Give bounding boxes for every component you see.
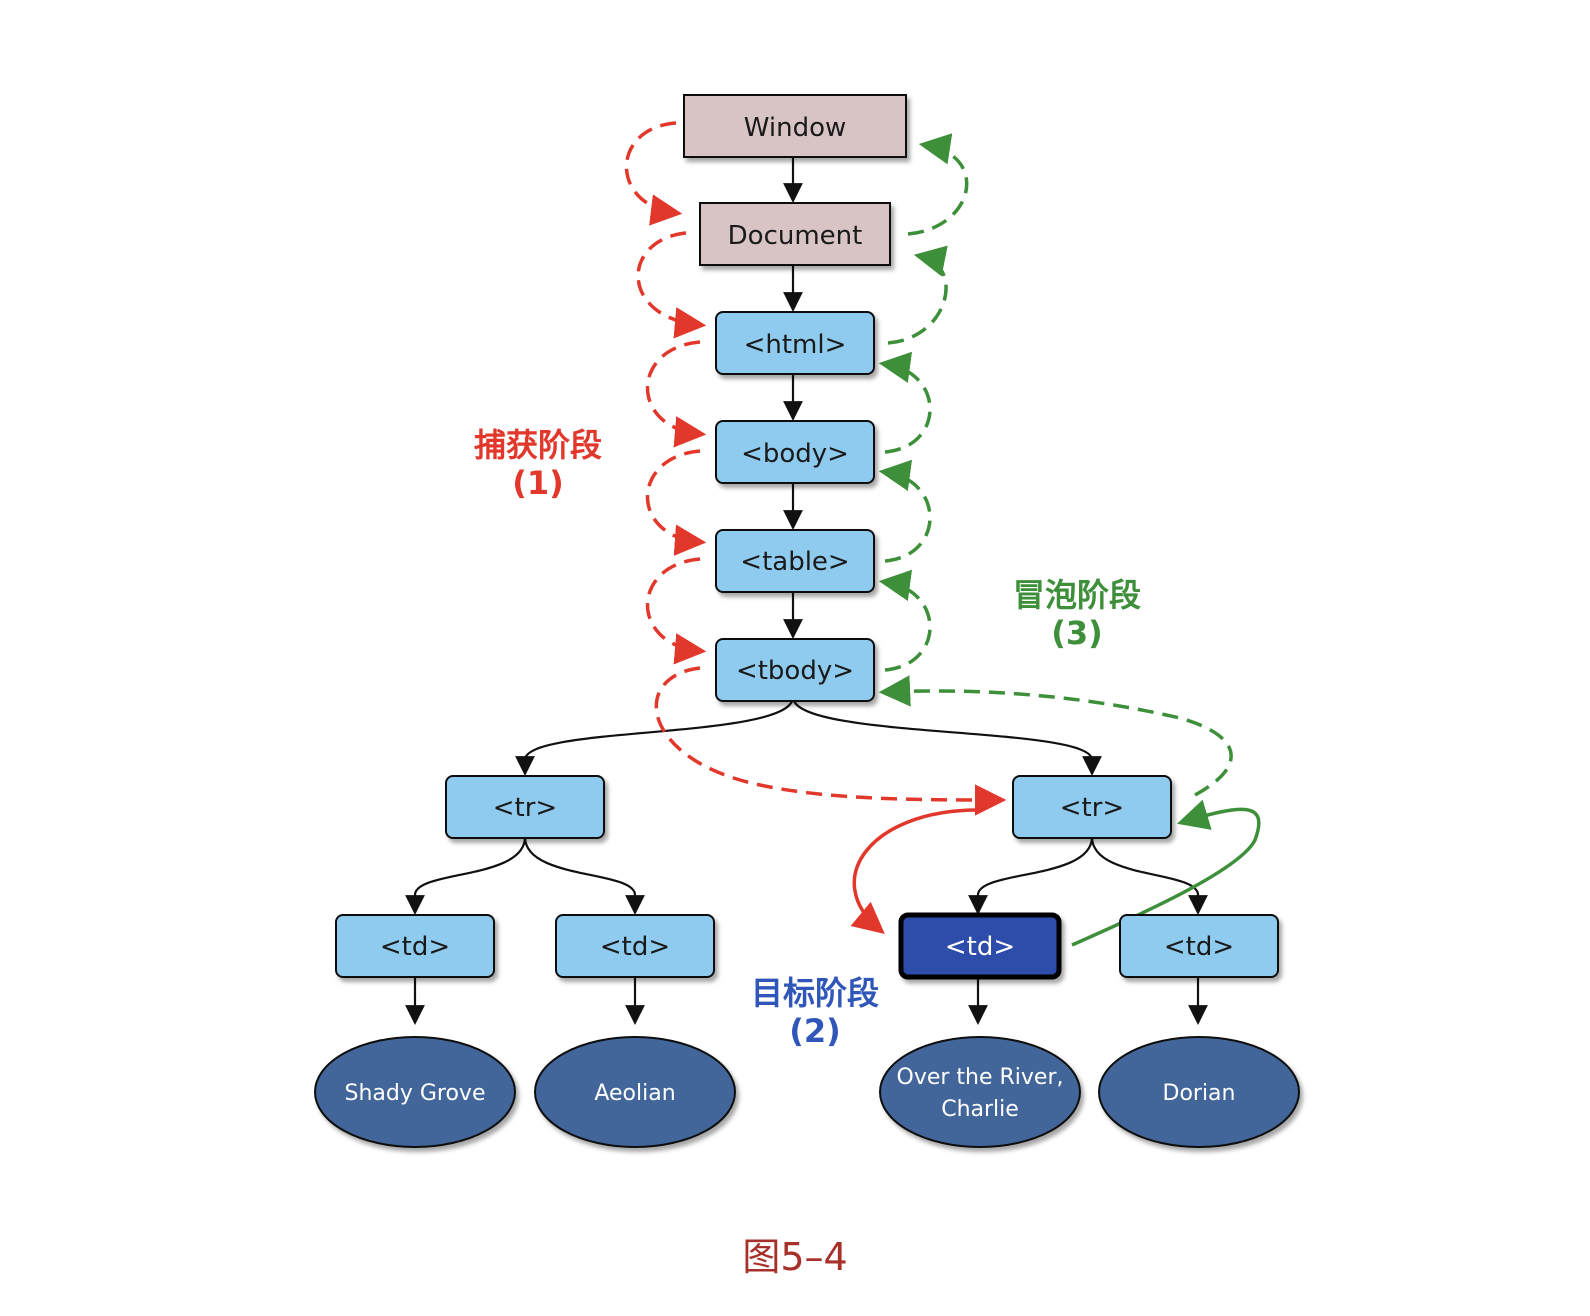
node-document-label: Document	[728, 221, 863, 251]
node-td-1: <td>	[335, 914, 495, 978]
leaf-3-line-2: Charlie	[941, 1097, 1019, 1122]
bubble-phase-label: 冒泡阶段 (3)	[1013, 576, 1141, 652]
connector-tbody-tr-left	[515, 696, 795, 776]
capture-arrows	[624, 121, 1007, 816]
bubble-arrow-document-window	[907, 133, 969, 236]
capture-arrow-tbody-tr	[654, 666, 1007, 816]
capture-arrow-tr-target	[850, 808, 979, 935]
node-window: Window	[683, 94, 907, 158]
node-html-label: <html>	[744, 330, 847, 360]
node-body-label: <body>	[741, 439, 849, 469]
node-tbody: <tbody>	[715, 638, 875, 702]
node-window-label: Window	[744, 113, 847, 143]
connector-tr-left-td1	[405, 836, 527, 915]
connector-tr-left-td2	[523, 836, 645, 915]
leaf-dorian: Dorian	[1098, 1036, 1300, 1148]
node-document: Document	[699, 202, 891, 266]
bubble-arrow-body-html	[878, 351, 932, 454]
node-html: <html>	[715, 311, 875, 375]
leaf-1-line-1: Shady Grove	[345, 1081, 486, 1106]
node-tr-left-label: <tr>	[493, 793, 557, 823]
connector-tbody-tr-right	[791, 696, 1102, 776]
leaf-shady-grove: Shady Grove	[314, 1036, 516, 1148]
figure-caption: 图5–4	[742, 1235, 847, 1279]
node-td-2-label: <td>	[600, 932, 670, 962]
node-table-label: <table>	[740, 547, 849, 577]
capture-arrow-window-document	[624, 121, 683, 226]
node-td-4: <td>	[1119, 914, 1279, 978]
leaf-over-the-river: Over the River, Charlie	[879, 1036, 1081, 1148]
leaf-aeolian: Aeolian	[534, 1036, 736, 1148]
node-td-1-label: <td>	[380, 932, 450, 962]
node-tr-right: <tr>	[1012, 775, 1172, 839]
capture-arrow-body-table	[645, 449, 707, 556]
target-phase-number: (2)	[789, 1012, 841, 1050]
bubble-phase-title: 冒泡阶段	[1013, 576, 1141, 614]
leaf-2-line-1: Aeolian	[594, 1081, 675, 1106]
node-td-target: <td>	[898, 912, 1062, 980]
capture-arrow-document-html	[636, 231, 707, 339]
node-table: <table>	[715, 529, 875, 593]
node-td-target-label: <td>	[945, 932, 1015, 962]
node-tr-left: <tr>	[445, 775, 605, 839]
node-td-4-label: <td>	[1164, 932, 1234, 962]
capture-arrow-html-body	[645, 340, 707, 448]
bubble-arrows	[878, 133, 1233, 797]
capture-phase-label: 捕获阶段 (1)	[474, 426, 602, 502]
capture-phase-number: (1)	[512, 464, 564, 502]
capture-arrow-table-tbody	[645, 557, 707, 665]
target-phase-label: 目标阶段 (2)	[751, 974, 879, 1050]
leaf-4-line-1: Dorian	[1163, 1081, 1236, 1106]
bubble-arrow-tbody-table	[878, 569, 932, 672]
capture-phase-title: 捕获阶段	[474, 426, 602, 464]
target-phase-title: 目标阶段	[751, 974, 879, 1012]
node-tr-right-label: <tr>	[1060, 793, 1124, 823]
connector-tr-right-td4	[1090, 836, 1208, 915]
bubble-phase-number: (3)	[1051, 614, 1103, 652]
bubble-arrow-html-document	[887, 245, 948, 345]
bubble-arrow-table-body	[878, 459, 932, 563]
node-tbody-label: <tbody>	[736, 656, 854, 686]
connector-tr-right-tdtarget	[968, 836, 1094, 915]
leaf-3-line-1: Over the River,	[897, 1065, 1064, 1090]
node-td-2: <td>	[555, 914, 715, 978]
node-body: <body>	[715, 420, 875, 484]
tree-connectors	[405, 156, 1208, 1025]
